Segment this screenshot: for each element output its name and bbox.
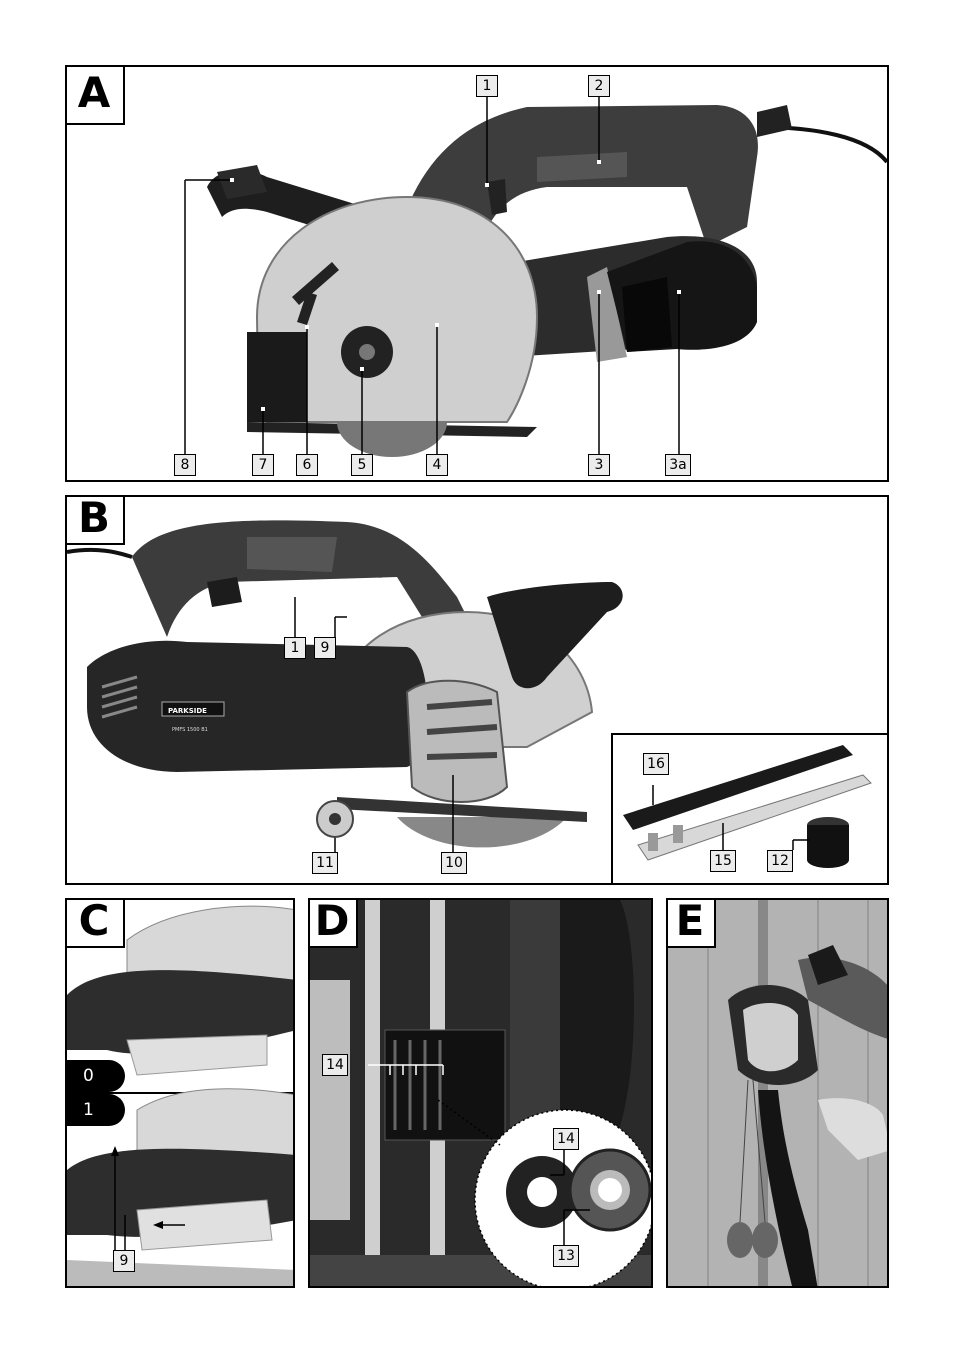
figure-e-letter: E: [675, 898, 705, 945]
figure-a-letter: A: [77, 68, 111, 117]
figure-b-letter-box: B: [67, 495, 125, 545]
figure-b-illustration: [67, 520, 623, 852]
figure-d: D 14 14 13: [308, 898, 653, 1288]
callout-3: 3: [588, 454, 610, 476]
callout-11: 11: [312, 852, 338, 874]
callout-10: 10: [441, 852, 467, 874]
figure-b: B PARKSIDE PMFS 1500 B1 1 9 11 10 16 15 …: [65, 495, 889, 885]
callout-3a: 3a: [665, 454, 691, 476]
callout-16: 16: [643, 753, 669, 775]
figure-a: A 1 2 8 7 6 5 4 3 3a: [65, 65, 889, 482]
callout-4: 4: [426, 454, 448, 476]
callout-6: 6: [296, 454, 318, 476]
figure-e-letter-box: E: [668, 898, 716, 948]
callout-1: 1: [284, 637, 306, 659]
callout-2: 2: [588, 75, 610, 97]
callout-15: 15: [710, 850, 736, 872]
switch-off-text: 0: [83, 1066, 94, 1086]
callout-7: 7: [252, 454, 274, 476]
callout-13: 13: [553, 1245, 579, 1267]
figure-e-illustration: [668, 900, 887, 1286]
callout-8: 8: [174, 454, 196, 476]
callout-14-detail: 14: [553, 1128, 579, 1150]
switch-on-text: 1: [83, 1100, 94, 1120]
figure-c-letter-box: C: [67, 898, 125, 948]
figure-c-letter: C: [78, 898, 110, 945]
figure-a-illustration: [184, 97, 887, 457]
accessories-inset: 16 15 12: [611, 733, 887, 883]
figure-b-letter: B: [77, 495, 110, 542]
switch-on-label: 1: [67, 1094, 125, 1126]
figure-a-letter-box: A: [67, 67, 125, 125]
accessories-illustration: [623, 745, 872, 868]
figure-d-letter-box: D: [310, 898, 358, 948]
figure-c: C 0 1 9: [65, 898, 295, 1288]
figure-e: E: [666, 898, 889, 1288]
callout-14-stack: 14: [322, 1054, 348, 1076]
figure-d-letter: D: [314, 898, 350, 945]
figure-c-illustration: [67, 905, 293, 1286]
callout-1: 1: [476, 75, 498, 97]
callout-12: 12: [767, 850, 793, 872]
model-label: PMFS 1500 B1: [172, 727, 208, 733]
brand-label: PARKSIDE: [168, 707, 207, 715]
callout-5: 5: [351, 454, 373, 476]
callout-9: 9: [113, 1250, 135, 1272]
switch-off-label: 0: [67, 1060, 125, 1092]
figure-d-illustration: [310, 900, 651, 1286]
callout-9: 9: [314, 637, 336, 659]
